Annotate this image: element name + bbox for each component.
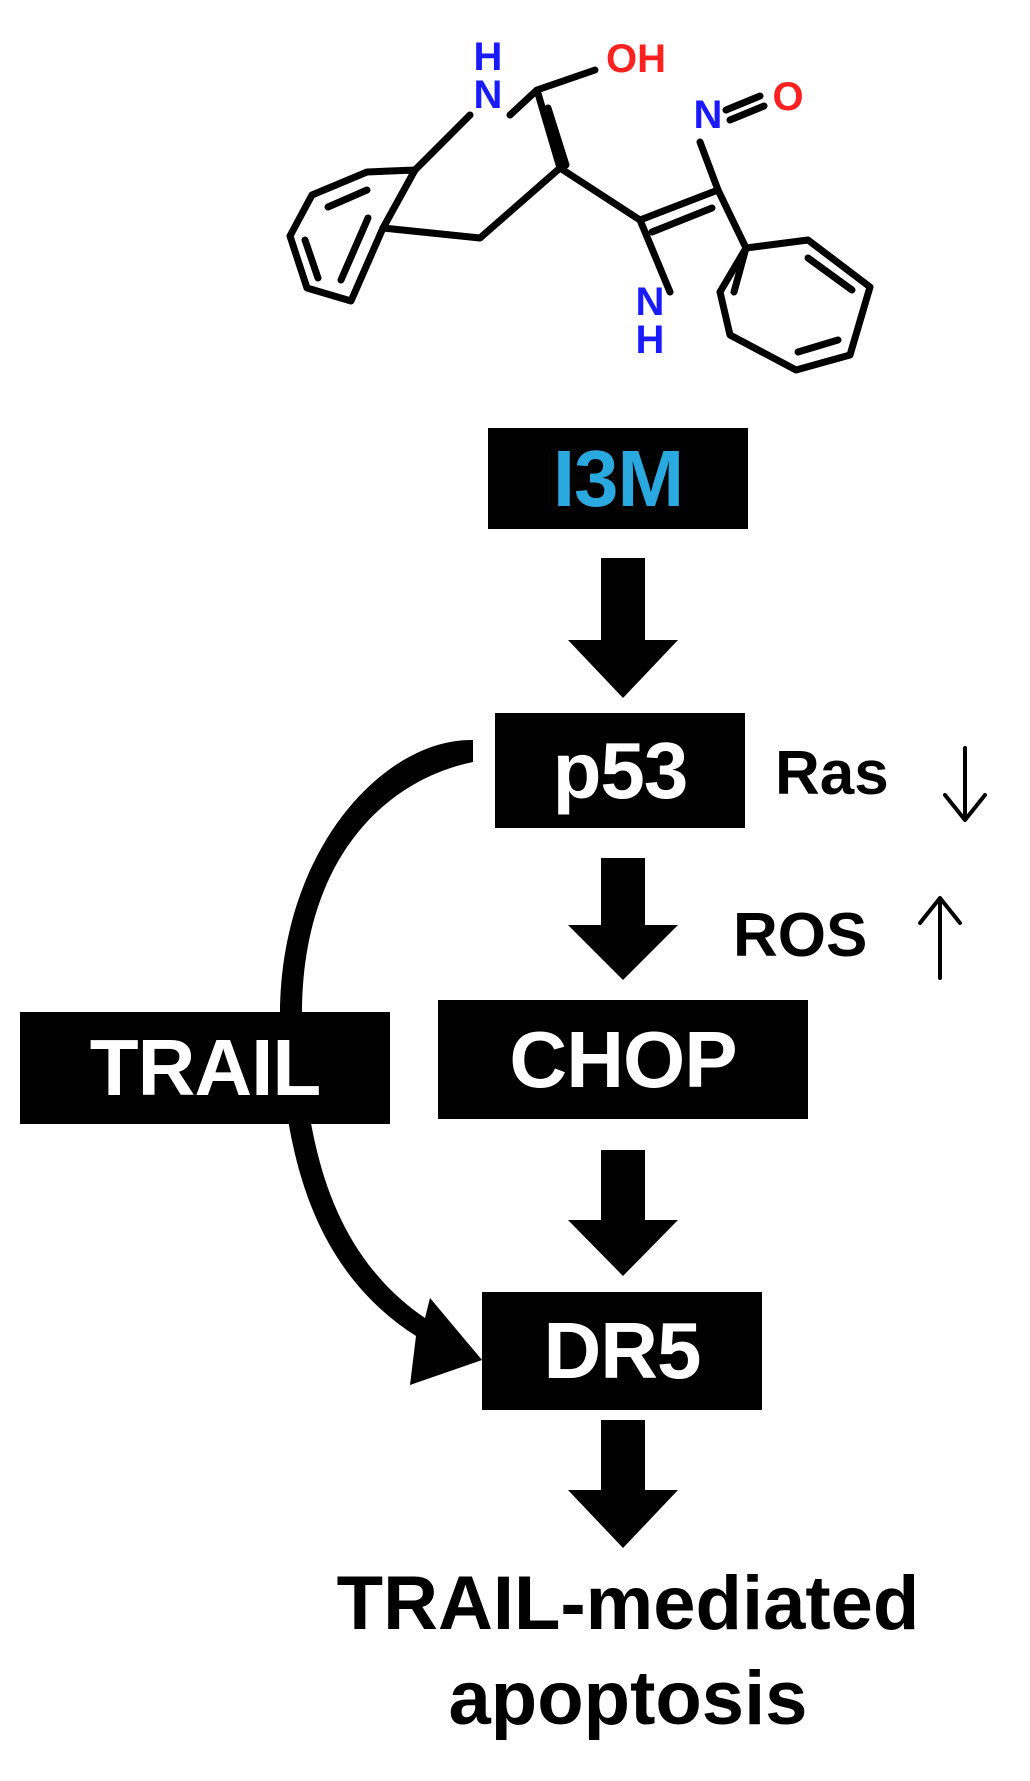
atom-h-bottom: H	[636, 318, 665, 362]
bond	[556, 164, 644, 224]
arrow-p53-to-chop	[568, 858, 678, 980]
bond	[337, 214, 372, 284]
curved-arrow-p53-trail-dr5	[279, 739, 482, 1385]
dr5-box: DR5	[482, 1292, 762, 1410]
ros-label: ROS	[733, 901, 868, 970]
bond	[804, 254, 856, 294]
bond	[544, 104, 570, 169]
chop-box: CHOP	[438, 1000, 808, 1119]
outcome-line-1: TRAIL-mediated	[336, 1561, 920, 1646]
ros-up-arrow-head	[918, 896, 962, 925]
arrow-i3m-to-p53	[568, 558, 678, 698]
ras-label: Ras	[775, 739, 889, 808]
bond	[696, 138, 722, 194]
ras-down-arrow-head	[943, 793, 987, 822]
chop-label: CHOP	[509, 1014, 737, 1104]
i3m-label: I3M	[552, 433, 684, 523]
bond	[648, 204, 716, 236]
i3m-structure: H N OH N O N H	[286, 35, 874, 374]
bond	[324, 186, 371, 211]
bond	[722, 92, 764, 114]
atom-n-bottom: N	[636, 280, 665, 324]
outcome-line-2: apoptosis	[448, 1656, 808, 1741]
dr5-label: DR5	[543, 1306, 701, 1395]
arrow-dr5-to-outcome	[568, 1420, 678, 1548]
atom-h-top: H	[474, 35, 503, 79]
p53-box: p53	[495, 713, 745, 828]
atom-o-nitroso: O	[772, 75, 803, 119]
left-benzene-ring	[286, 166, 419, 305]
atom-n-nitroso: N	[694, 93, 723, 137]
atom-n-top: N	[474, 73, 503, 117]
bond	[301, 236, 322, 282]
bond	[730, 244, 750, 296]
i3m-box: I3M	[488, 428, 748, 529]
atom-oh: OH	[606, 37, 666, 81]
right-benzene-ring	[716, 236, 874, 374]
trail-box: TRAIL	[20, 1012, 390, 1124]
bond	[726, 102, 768, 124]
bond	[533, 66, 599, 94]
right-pyrrole-ring	[636, 186, 750, 296]
p53-label: p53	[552, 725, 689, 815]
arrow-chop-to-dr5	[568, 1150, 678, 1276]
bond	[794, 336, 842, 356]
trail-label: TRAIL	[89, 1023, 322, 1112]
